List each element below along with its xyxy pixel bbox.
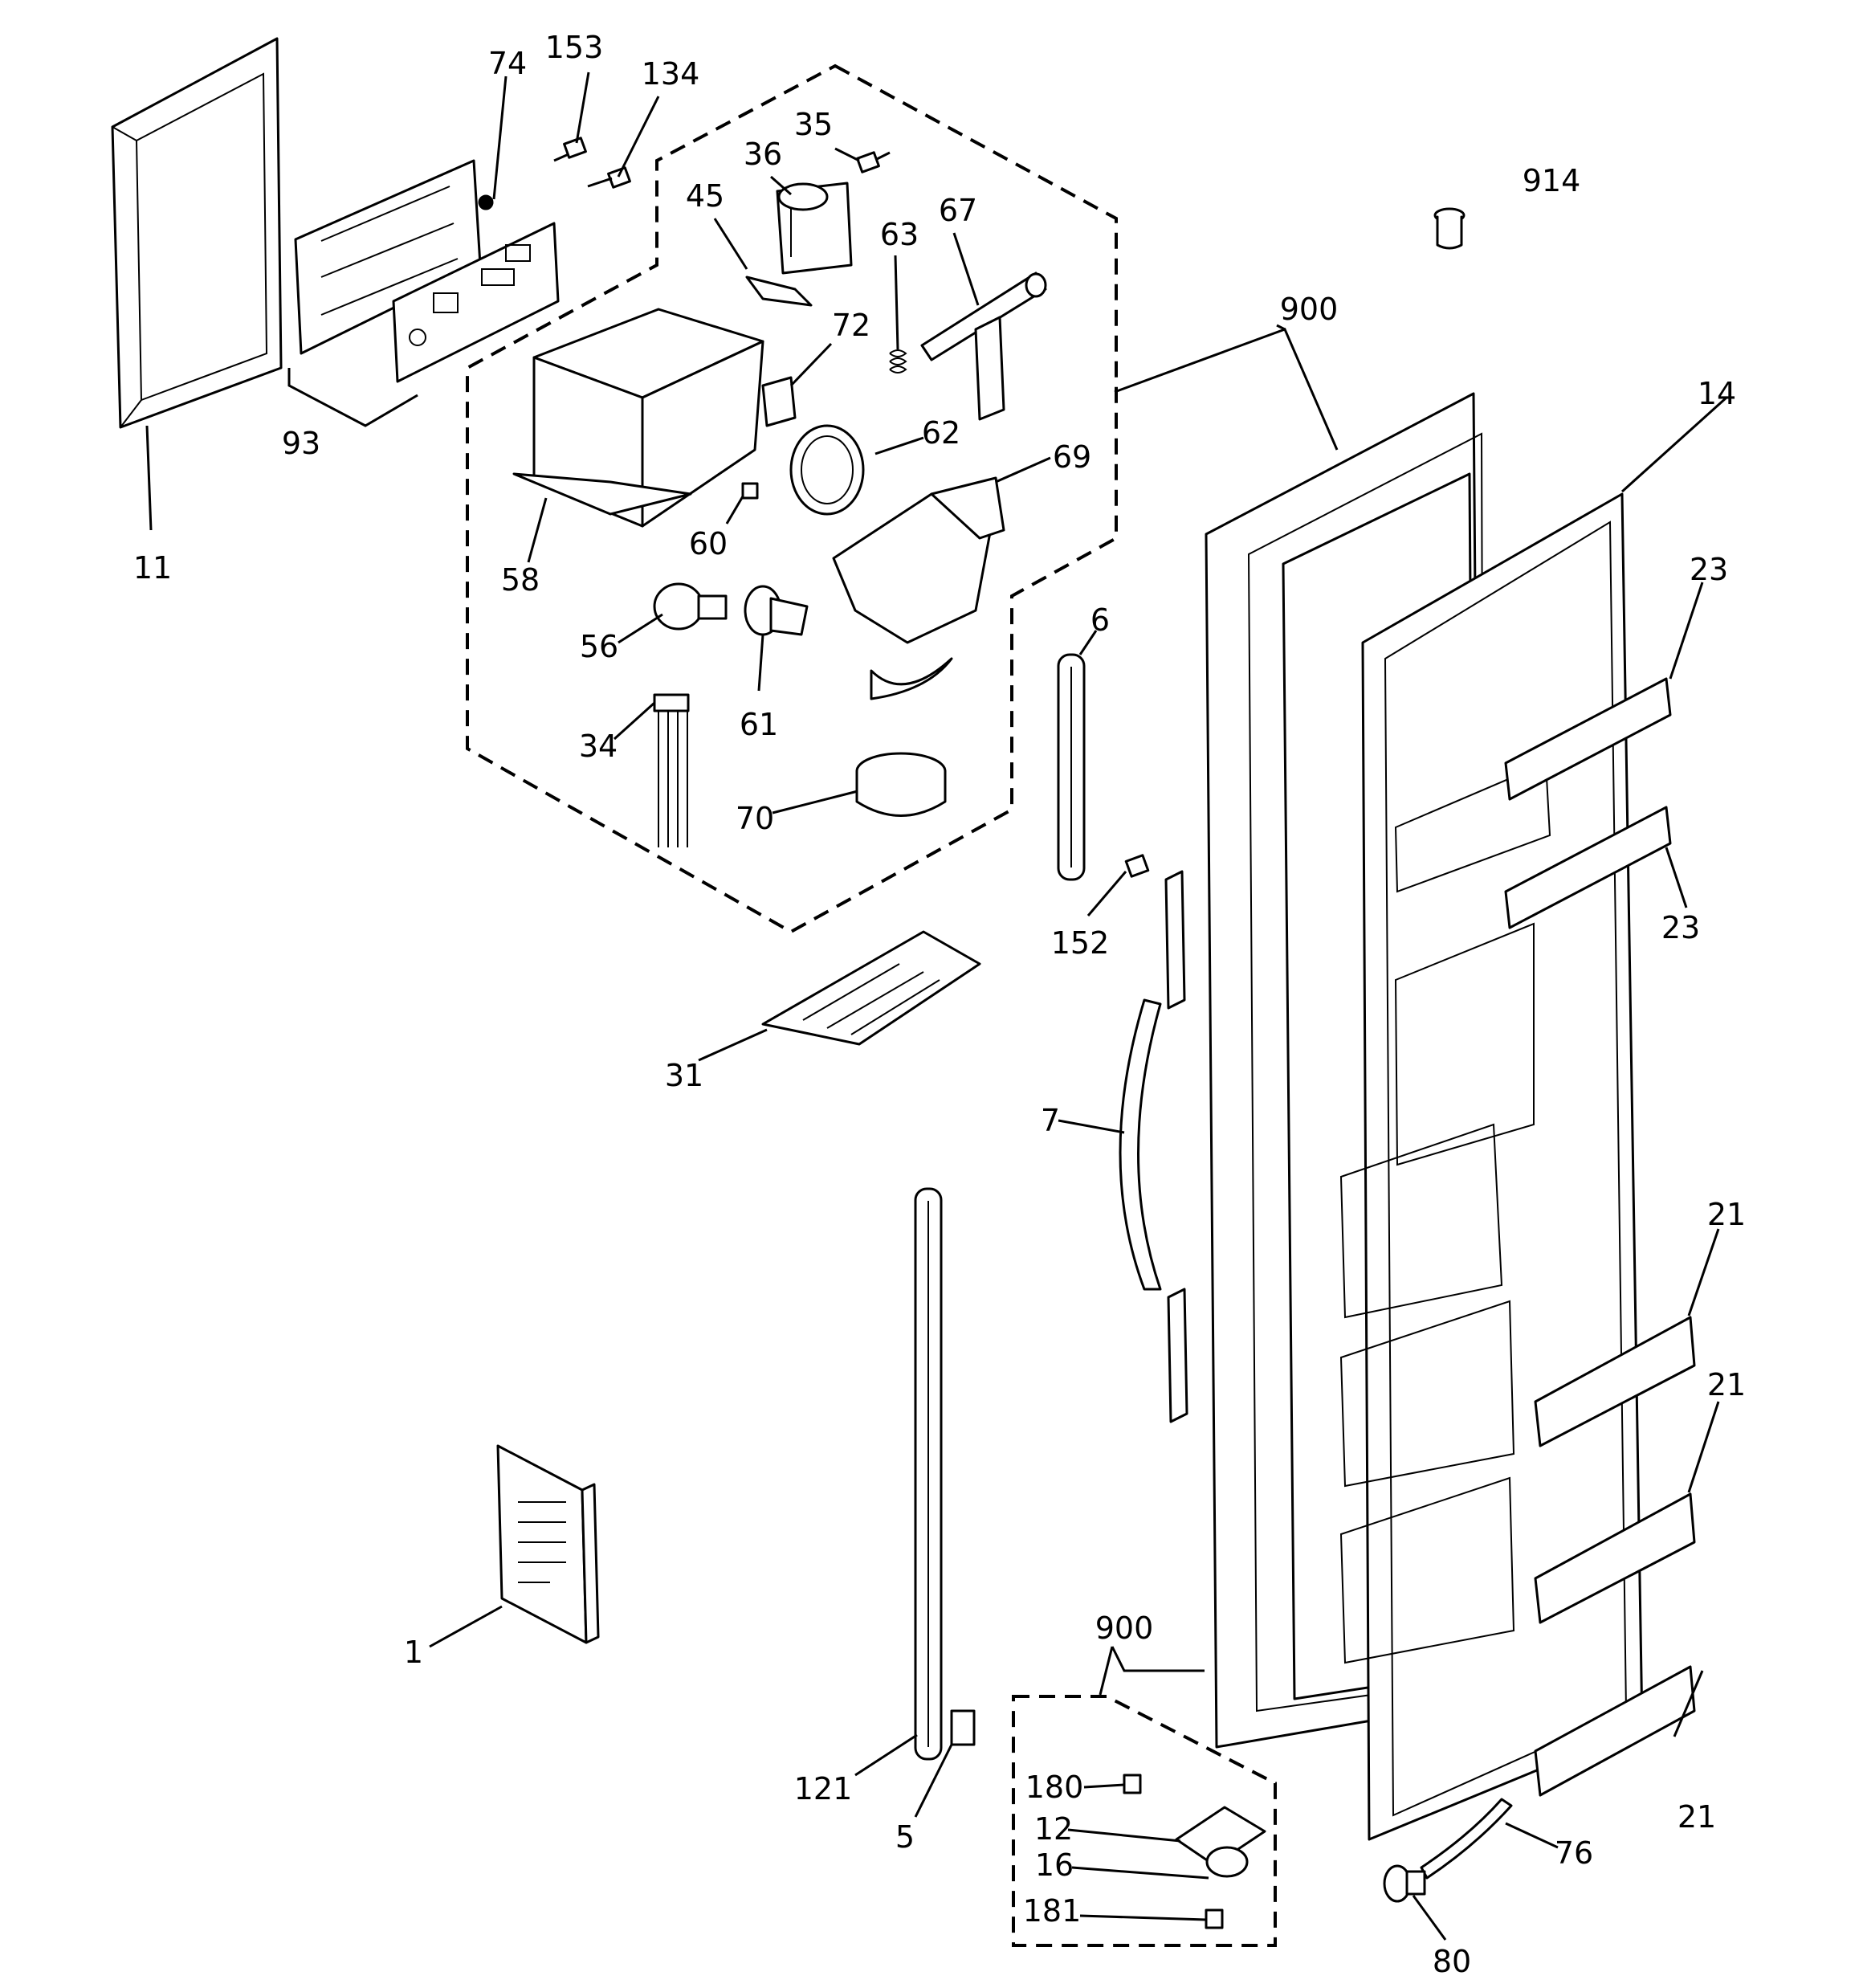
motor-bushing (653, 582, 728, 631)
label-21-c: 21 (1678, 1799, 1716, 1835)
screw-134 (587, 166, 631, 189)
label-56: 56 (580, 629, 618, 664)
label-6: 6 (1090, 602, 1110, 638)
screw-152 (1124, 854, 1150, 878)
label-72: 72 (832, 308, 870, 343)
ice-funnel (832, 476, 1005, 700)
label-153: 153 (545, 30, 604, 65)
label-14: 14 (1698, 376, 1736, 411)
label-23-bottom: 23 (1661, 910, 1700, 945)
chute-housing (512, 308, 764, 528)
trim-strip-6 (1057, 653, 1086, 881)
solenoid (776, 182, 853, 275)
label-93: 93 (282, 426, 320, 461)
microswitch (761, 376, 797, 427)
label-1: 1 (404, 1635, 423, 1670)
label-21-b: 21 (1707, 1367, 1746, 1402)
screw-60 (741, 482, 759, 500)
door-bin-21-b (1534, 1492, 1696, 1624)
screw-153 (553, 137, 587, 162)
screw-181 (1205, 1908, 1224, 1929)
drip-tray (761, 930, 981, 1046)
label-60: 60 (689, 526, 728, 561)
clip (950, 1709, 976, 1746)
label-63: 63 (880, 217, 919, 252)
label-914: 914 (1523, 163, 1581, 198)
solenoid-bracket (745, 276, 813, 307)
label-16: 16 (1035, 1847, 1074, 1883)
door-bin-21-a (1534, 1316, 1696, 1447)
owners-manual (496, 1444, 600, 1644)
label-76: 76 (1555, 1835, 1593, 1871)
label-70: 70 (736, 801, 774, 836)
door-bin-21-c (1534, 1665, 1696, 1797)
auger-coupler (744, 585, 809, 636)
liner-shelves (1339, 761, 1551, 1664)
trim-strip-121 (914, 1187, 943, 1761)
spring (889, 349, 907, 374)
lever-arm (920, 271, 1047, 421)
dispenser-trim-frame (111, 37, 283, 429)
actuator-ring (789, 424, 865, 516)
label-34: 34 (579, 729, 618, 764)
label-11: 11 (133, 550, 172, 586)
label-35: 35 (794, 107, 833, 142)
hinge-kit-boundary (1012, 1695, 1277, 1947)
label-900-door: 900 (1280, 292, 1339, 327)
label-180: 180 (1025, 1770, 1084, 1805)
dispenser-cup (855, 752, 947, 817)
label-12: 12 (1034, 1811, 1073, 1847)
leader-lines (145, 71, 1728, 1941)
door-handle (1119, 870, 1188, 1423)
label-61: 61 (740, 707, 778, 742)
label-5: 5 (895, 1819, 915, 1855)
wire-connector (478, 194, 494, 210)
label-900-hinge: 900 (1095, 1610, 1154, 1646)
tube-fitting (1383, 1864, 1426, 1903)
label-31: 31 (665, 1058, 703, 1093)
label-7: 7 (1041, 1103, 1060, 1138)
label-45: 45 (686, 178, 724, 214)
water-tube (1420, 1798, 1513, 1880)
label-121: 121 (794, 1771, 853, 1806)
label-80: 80 (1433, 1944, 1471, 1979)
label-36: 36 (744, 137, 782, 172)
label-23-top: 23 (1690, 552, 1728, 587)
door-gasket-liner (1361, 492, 1644, 1841)
control-panel-assembly (294, 159, 560, 383)
screw-35 (856, 151, 891, 173)
hinge-bracket (1175, 1806, 1266, 1867)
label-181: 181 (1023, 1893, 1082, 1929)
label-69: 69 (1053, 439, 1091, 475)
label-62: 62 (922, 415, 960, 451)
label-134: 134 (642, 56, 700, 92)
door-rail-23-top (1504, 677, 1672, 801)
cap-plug (1433, 207, 1466, 250)
label-58: 58 (501, 562, 540, 598)
door-rail-23-bottom (1504, 806, 1672, 929)
label-67: 67 (939, 193, 977, 228)
label-21-a: 21 (1707, 1197, 1746, 1232)
label-74: 74 (488, 46, 527, 81)
wire-harness (653, 693, 690, 847)
label-152: 152 (1051, 925, 1110, 961)
hinge-bushing (1205, 1846, 1249, 1878)
screw-180 (1123, 1774, 1142, 1794)
